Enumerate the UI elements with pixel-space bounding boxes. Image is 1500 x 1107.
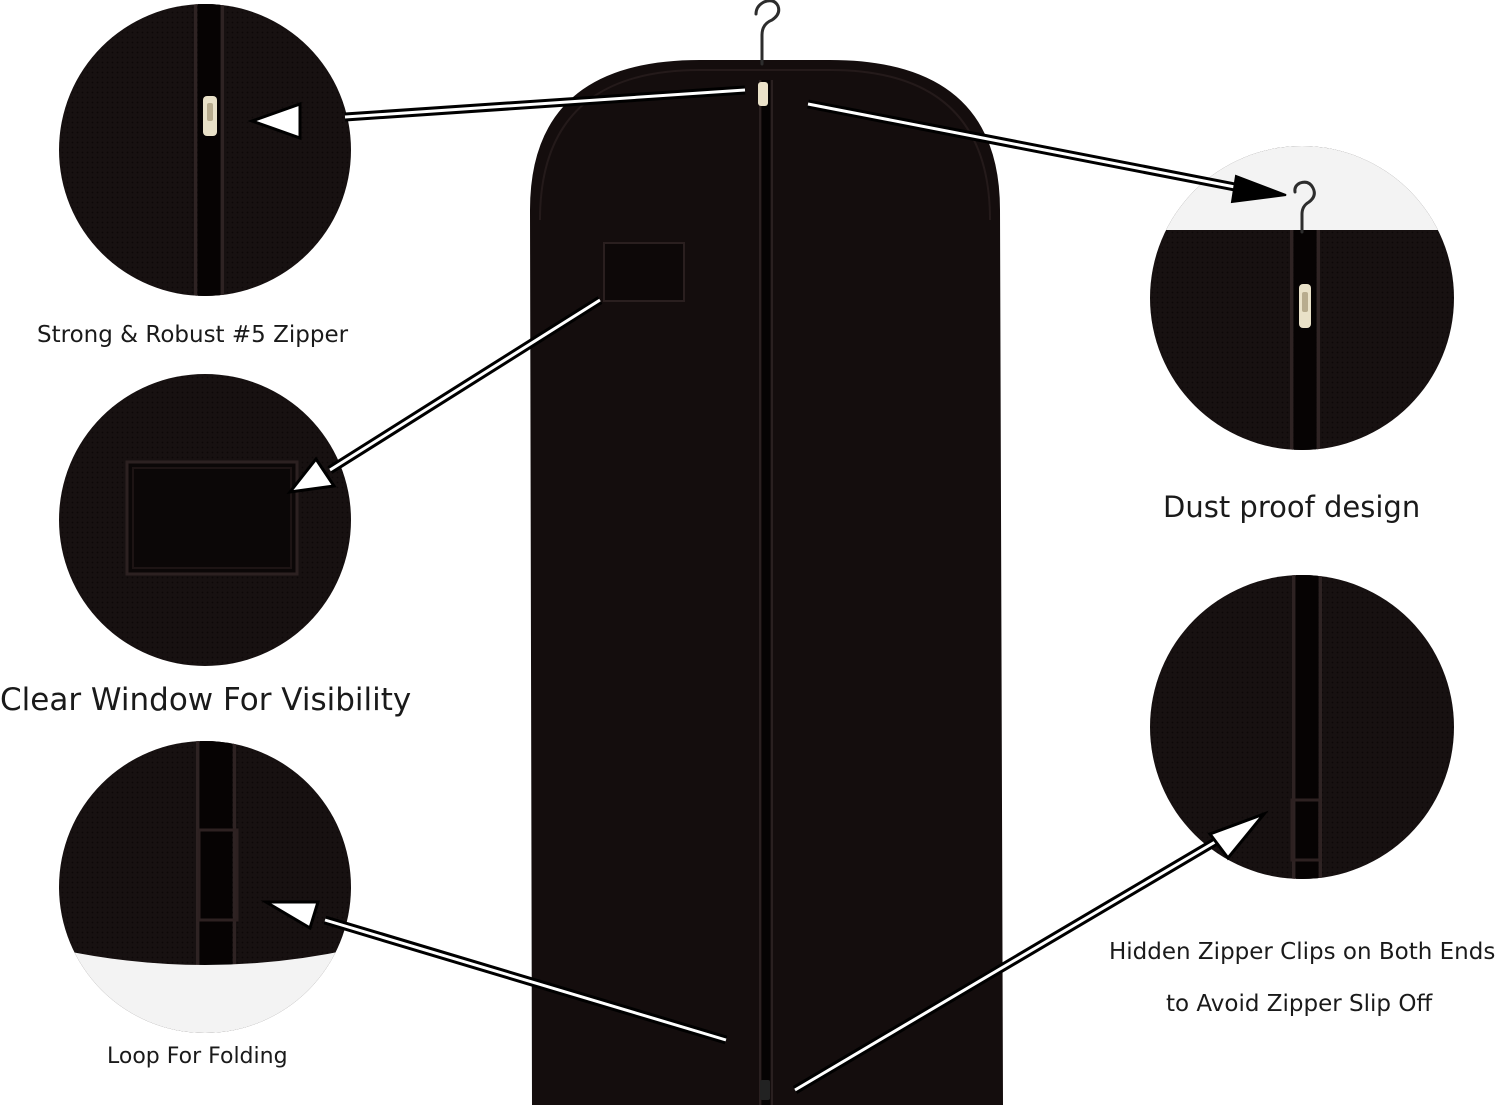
leader-line-zipper xyxy=(247,85,746,141)
loop-caption: Loop For Folding xyxy=(107,1044,288,1069)
zipper-caption: Strong & Robust #5 Zipper xyxy=(37,322,349,348)
leader-line-dust xyxy=(807,99,1287,204)
dust-proof-caption: Dust proof design xyxy=(1163,490,1421,524)
leader-line-hidden-clip xyxy=(792,810,1269,1094)
id-card-window xyxy=(603,242,685,302)
loop-closeup-circle xyxy=(59,741,351,1033)
hidden-clip-closeup-circle xyxy=(1150,575,1454,879)
zipper-closeup-circle xyxy=(59,4,351,296)
hanger-icon xyxy=(754,0,781,66)
leader-line-window xyxy=(286,296,603,494)
hidden-clip-caption-line2: to Avoid Zipper Slip Off xyxy=(1166,991,1433,1017)
window-caption: Clear Window For Visibility xyxy=(0,682,412,718)
dust-proof-closeup-circle xyxy=(1150,146,1454,450)
leader-line-loop xyxy=(260,900,728,1045)
hidden-clip-caption-line1: Hidden Zipper Clips on Both Ends xyxy=(1109,939,1496,965)
garment-bag xyxy=(530,60,1003,1105)
hidden-clip-caption: Hidden Zipper Clips on Both Ends to Avoi… xyxy=(1109,926,1495,1030)
window-closeup-circle xyxy=(59,374,351,666)
zipper-pull-icon xyxy=(758,82,768,106)
